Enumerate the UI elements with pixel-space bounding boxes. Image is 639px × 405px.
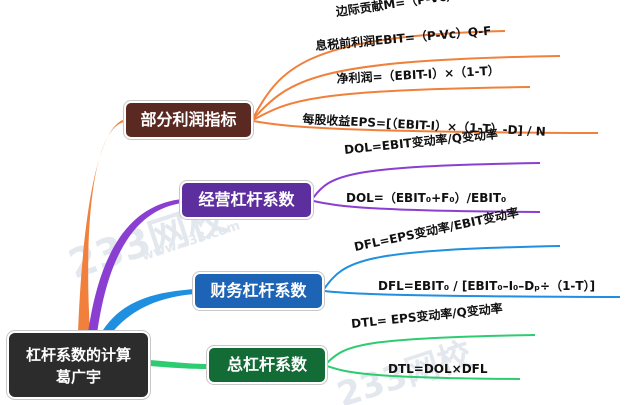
leaf-dtl-formula: DTL=DOL×DFL [388, 362, 488, 376]
link-root-operating [88, 199, 182, 334]
link-total-leaf2 [326, 365, 521, 380]
link-operating-leaf2 [312, 200, 541, 213]
branch-total-leverage: 总杠杆系数 [207, 346, 327, 384]
leaf-dol-formula: DOL=（EBIT₀+F₀）/EBIT₀ [346, 191, 507, 205]
root-author: 葛广宇 [55, 368, 101, 386]
branch-financial-leverage: 财务杠杆系数 [193, 272, 324, 310]
link-profit-leaf3 [252, 86, 531, 121]
link-profit-leaf1 [252, 30, 506, 119]
branch-operating-leverage: 经营杠杆系数 [180, 181, 313, 219]
root-node: 杠杆系数的计算 葛广宇 [7, 331, 150, 399]
link-root-total [150, 360, 208, 369]
link-financial-leaf2 [323, 290, 621, 298]
link-financial-leaf1 [323, 245, 561, 290]
branch-profit-indicators: 部分利润指标 [124, 101, 253, 139]
root-title: 杠杆系数的计算 [25, 346, 131, 364]
link-root-profit [78, 119, 126, 333]
link-total-leaf1 [326, 334, 536, 364]
leaf-dfl-formula: DFL=EBIT₀ / [EBIT₀–I₀–Dₚ÷（1-T）] [378, 279, 596, 293]
link-profit-leaf2 [252, 55, 561, 120]
link-operating-leaf1 [312, 162, 541, 199]
link-profit-leaf4 [252, 120, 599, 134]
